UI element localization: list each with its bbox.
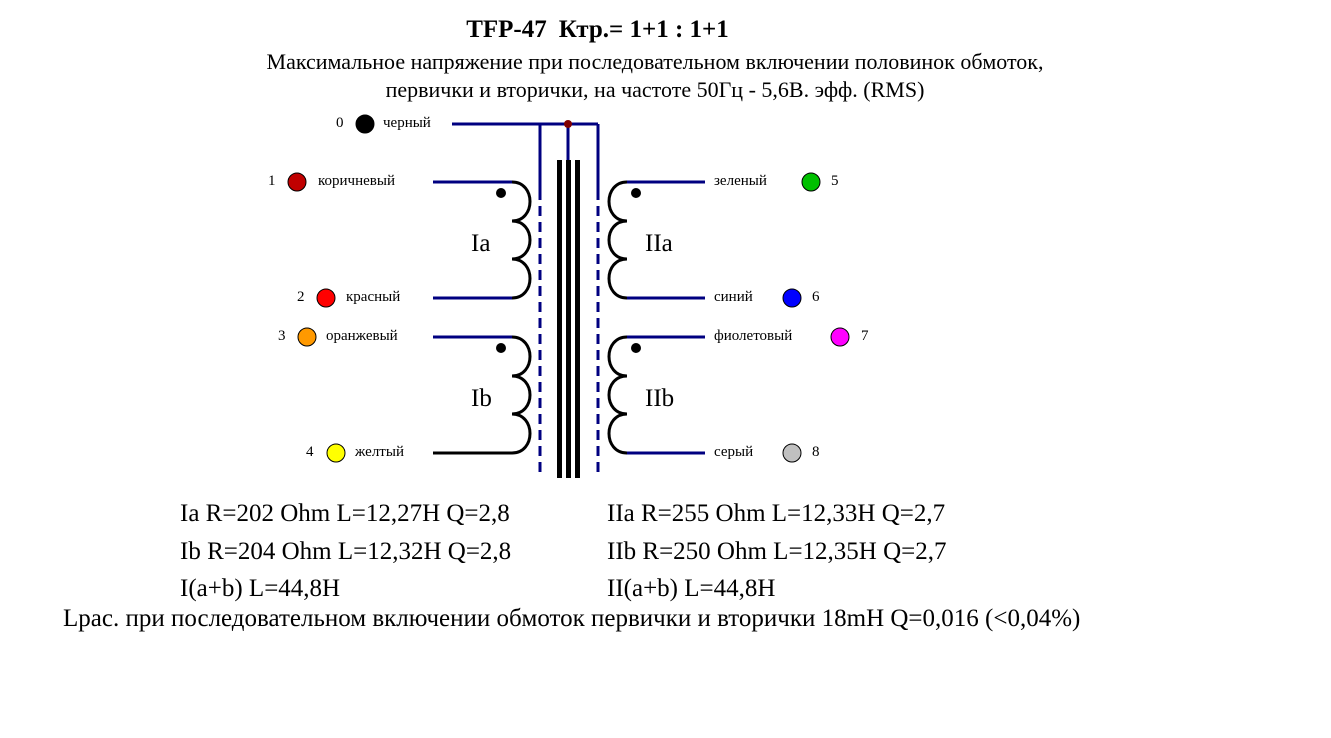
turns-ratio: Ктр.= 1+1 : 1+1: [558, 16, 729, 43]
spec-iib: IIb R=250 Ohm L=12,35H Q=2,7: [607, 538, 947, 565]
terminal-color-dot-4: [326, 443, 346, 463]
subtitle-line1: Максимальное напряжение при последовател…: [266, 49, 1044, 74]
terminal-color-dot-3: [297, 327, 317, 347]
polarity-dot-ia: [496, 188, 506, 198]
terminal-color-dot-6: [782, 288, 802, 308]
coil-iia: [607, 180, 628, 300]
spec-leakage: Lрас. при последовательном включении обм…: [63, 605, 1081, 632]
spec-ib: Ib R=204 Ohm L=12,32H Q=2,8: [180, 538, 512, 565]
spec-iia: IIa R=255 Ohm L=12,33H Q=2,7: [607, 500, 946, 527]
terminal-color-dot-5: [801, 172, 821, 192]
terminal-num-5: 5: [831, 173, 839, 189]
model-name: TFP-47: [466, 16, 547, 43]
terminal-name-2: красный: [346, 289, 401, 305]
terminal-color-dot-8: [782, 443, 802, 463]
terminal-color-dot-2: [316, 288, 336, 308]
coil-iib: [607, 335, 628, 455]
core-bar: [566, 160, 571, 478]
terminal-num-0: 0: [336, 115, 344, 131]
terminal-name-4: желтый: [355, 444, 404, 460]
terminal-color-dot-1: [287, 172, 307, 192]
terminal-name-7: фиолетовый: [714, 328, 793, 344]
spec-ii-sum: II(a+b) L=44,8H: [607, 575, 776, 602]
coil-ib: [511, 335, 532, 455]
polarity-dot-iib: [631, 343, 641, 353]
core-bar: [557, 160, 562, 478]
winding-label-iia: IIa: [645, 230, 673, 257]
winding-label-iib: IIb: [645, 385, 675, 412]
terminal-color-dot-7: [830, 327, 850, 347]
coil-ia: [511, 180, 532, 300]
winding-label-ib: Ib: [471, 385, 492, 412]
core-bar: [575, 160, 580, 478]
terminal-num-6: 6: [812, 289, 820, 305]
junction-dot: [564, 120, 572, 128]
terminal-num-8: 8: [812, 444, 820, 460]
terminal-name-5: зеленый: [714, 173, 767, 189]
terminal-num-3: 3: [278, 328, 286, 344]
terminal-num-2: 2: [297, 289, 305, 305]
spec-i-sum: I(a+b) L=44,8H: [180, 575, 341, 602]
polarity-dot-iia: [631, 188, 641, 198]
polarity-dot-ib: [496, 343, 506, 353]
terminal-num-4: 4: [306, 444, 314, 460]
spec-ia: Ia R=202 Ohm L=12,27H Q=2,8: [180, 500, 510, 527]
terminal-num-1: 1: [268, 173, 276, 189]
terminal-name-6: синий: [714, 289, 753, 305]
winding-label-ia: Ia: [471, 230, 491, 257]
terminal-name-0: черный: [383, 115, 431, 131]
terminal-color-dot-0: [355, 114, 375, 134]
title: TFP-47 Ктр.= 1+1 : 1+1: [0, 16, 1195, 44]
terminal-name-3: оранжевый: [326, 328, 398, 344]
terminal-name-8: серый: [714, 444, 754, 460]
terminal-num-7: 7: [861, 328, 869, 344]
terminal-name-1: коричневый: [318, 173, 395, 189]
subtitle-line2: первички и вторички, на частоте 50Гц - 5…: [385, 77, 925, 102]
